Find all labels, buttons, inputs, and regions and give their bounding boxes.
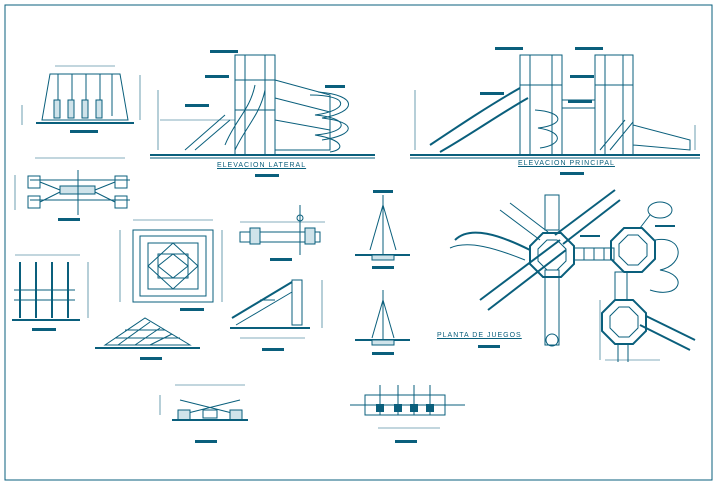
- lateral-elevation: [150, 50, 375, 177]
- elevation-principal-title: ELEVACION PRINCIPAL: [518, 160, 615, 167]
- sandbox-plan: [119, 219, 223, 311]
- pyramid-climber: [95, 317, 200, 360]
- plan-title: PLANTA DE JUEGOS: [437, 332, 522, 339]
- pole-detail-top: [355, 190, 410, 269]
- climbing-frame: [12, 254, 89, 331]
- swing-plan: [14, 157, 130, 221]
- principal-elevation: [410, 47, 700, 175]
- elevation-lateral-title: ELEVACION LATERAL: [217, 162, 307, 169]
- seesaw: [159, 384, 248, 443]
- swing-frame-elevation: [21, 65, 141, 133]
- slide-elevation: [230, 279, 323, 351]
- pole-detail-bottom: [355, 290, 410, 355]
- beam-detail: [239, 205, 325, 261]
- sheet-border: [4, 4, 713, 481]
- play-area-plan: [449, 189, 696, 362]
- post-row-detail: [350, 385, 465, 443]
